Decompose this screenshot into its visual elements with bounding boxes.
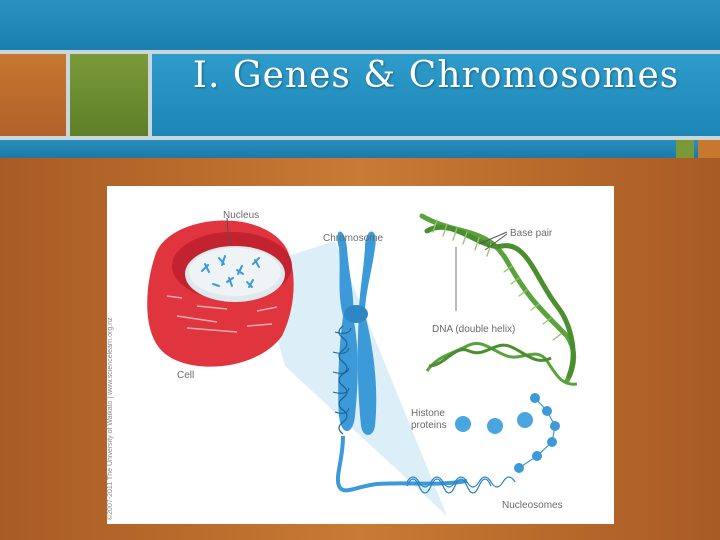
header-stripe [0, 50, 720, 54]
dna-helix-small [425, 341, 578, 386]
label-nucleus: Nucleus [223, 210, 259, 221]
label-nucleosomes: Nucleosomes [502, 500, 563, 511]
subheader-band [0, 140, 720, 158]
cell-illustration [147, 217, 294, 367]
label-cell: Cell [177, 370, 194, 381]
chromosome-illustration [332, 231, 377, 435]
chromatin-fiber [335, 435, 468, 493]
decorative-orange-block [0, 54, 66, 136]
decorative-divider [148, 54, 152, 136]
label-proteins: proteins [411, 420, 447, 431]
label-base-pair: Base pair [510, 228, 553, 239]
diagram-svg: Nucleus Chromosome Cell Base pair DNA (d… [147, 210, 578, 516]
histone-clusters [455, 412, 533, 434]
header-band [0, 0, 720, 50]
image-credit: ©2007-2011 The University of Waikato | w… [107, 317, 114, 520]
chromosome-diagram: Nucleus Chromosome Cell Base pair DNA (d… [107, 186, 614, 524]
decorative-green-block [70, 54, 148, 136]
decorative-divider [66, 54, 70, 136]
title-stripe [0, 136, 720, 140]
decorative-green-square [676, 140, 694, 158]
decorative-orange-square [698, 140, 720, 158]
label-dna: DNA (double helix) [432, 324, 515, 335]
label-chromosome: Chromosome [323, 233, 383, 244]
label-histone: Histone [411, 408, 445, 419]
slide-title: I. Genes & Chromosomes [192, 55, 680, 96]
solenoid-coil [406, 476, 516, 494]
